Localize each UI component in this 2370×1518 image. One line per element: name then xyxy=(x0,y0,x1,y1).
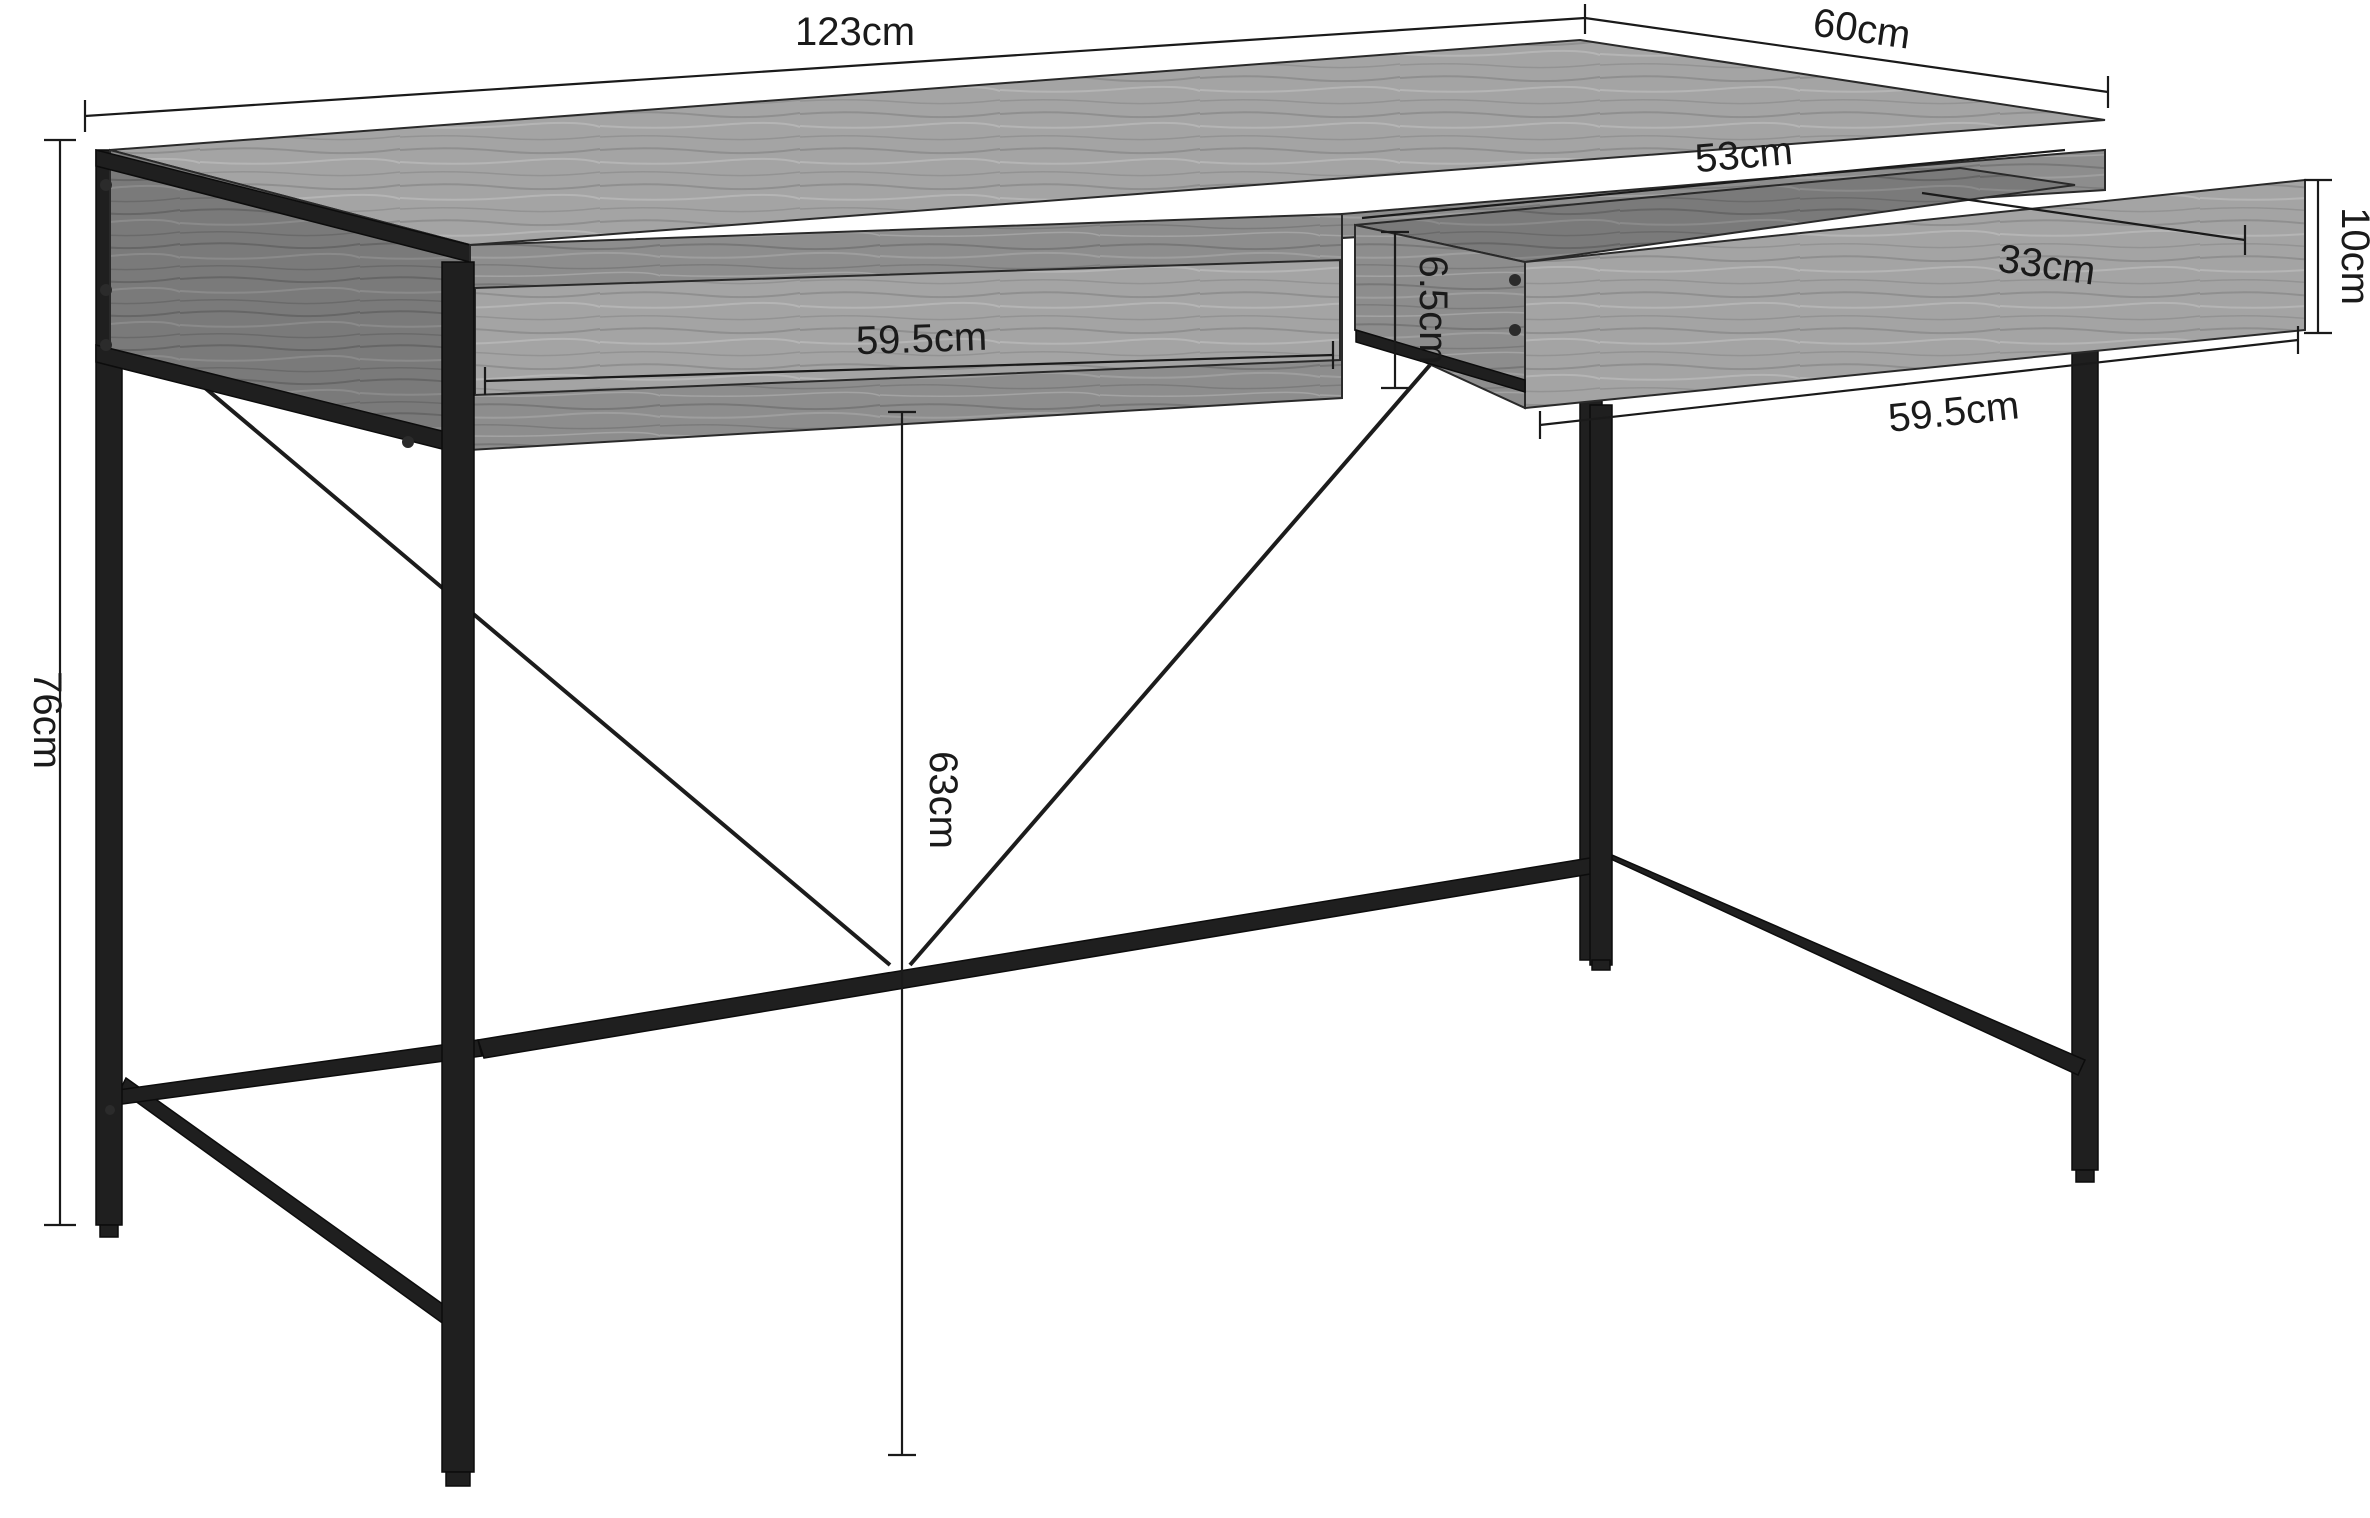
dim-line-depth xyxy=(1584,16,2109,94)
dim-line-drawer-inner xyxy=(1361,148,2066,220)
drawer-inner-width-label: 53cm xyxy=(1693,129,1794,181)
drawer-height-label: 10cm xyxy=(2333,207,2370,305)
cross-brace-left xyxy=(158,348,892,967)
width-label: 123cm xyxy=(795,10,915,54)
left-drawer-width-label: 59.5cm xyxy=(855,315,988,364)
right-side-bottom-bar xyxy=(1601,854,2087,1076)
front-left-leg xyxy=(441,261,475,1473)
dimension-annotations: 123cm 60cm 76cm 53cm 33cm 10cm 6.5cm 59.… xyxy=(25,1,2370,1457)
clearance-height-label: 63cm xyxy=(921,751,965,849)
dim-line-left-drawer xyxy=(484,353,1334,383)
back-right-leg xyxy=(2071,349,2099,1171)
left-bottom-stretcher xyxy=(117,1039,483,1105)
depth-label: 60cm xyxy=(1810,1,1913,58)
front-bottom-stretcher xyxy=(477,856,1604,1059)
foot xyxy=(2075,1169,2095,1183)
bolt-icon xyxy=(100,284,112,296)
dim-line-width xyxy=(84,16,1586,118)
bolt-icon xyxy=(100,179,112,191)
bolt-icon xyxy=(1509,274,1521,286)
foot xyxy=(445,1471,471,1487)
right-drawer-width-label: 59.5cm xyxy=(1886,383,2021,440)
dim-line-right-drawer xyxy=(1539,338,2299,427)
left-side-bottom-bar xyxy=(119,1076,459,1332)
foot xyxy=(99,1224,119,1238)
front-right-inner-leg xyxy=(1589,404,1613,966)
cross-brace-right xyxy=(908,363,1432,967)
drawer-front-height-label: 6.5cm xyxy=(1411,256,1455,365)
dim-line-drawer-depth xyxy=(1921,191,2246,242)
drawer-runner xyxy=(1355,328,1526,394)
foot xyxy=(1591,959,1611,971)
bolt-icon xyxy=(1509,324,1521,336)
desk-illustration xyxy=(95,38,2306,1487)
height-label: 76cm xyxy=(25,671,69,769)
bolt-icon xyxy=(402,436,414,448)
bolt-icon xyxy=(105,1105,115,1115)
bolt-icon xyxy=(100,339,112,351)
open-drawer-front xyxy=(1524,178,2306,410)
